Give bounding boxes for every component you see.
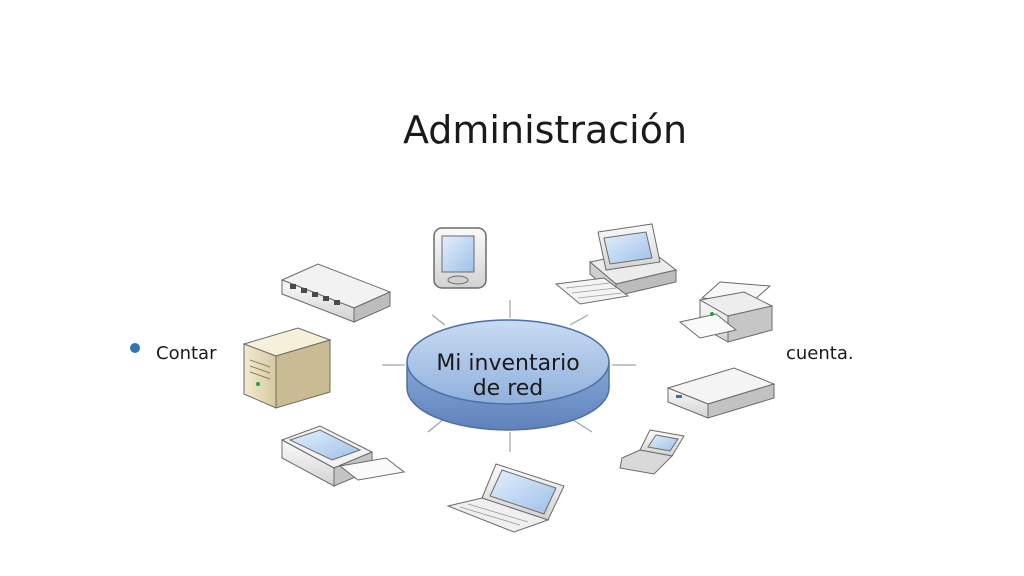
- server-tower-icon: [242, 327, 332, 409]
- hub-label-line2: de red: [473, 376, 544, 401]
- printer-icon: [678, 281, 774, 343]
- mobile-phone-icon: [619, 429, 685, 475]
- pda-icon: [433, 227, 487, 289]
- slide-title: Administración: [402, 108, 688, 152]
- hub-label-line1: Mi inventario: [436, 351, 579, 376]
- bullet-text-right: cuenta.: [786, 343, 854, 364]
- storage-device-icon: [666, 367, 776, 419]
- inventory-hub: Mi inventario de red: [406, 319, 610, 431]
- bullet-dot: [130, 343, 140, 353]
- bullet-text-left: Contar: [156, 343, 217, 364]
- scanner-icon: [280, 425, 406, 487]
- network-switch-icon: [280, 263, 392, 323]
- laptop-icon: [446, 463, 565, 533]
- desktop-computer-icon: [554, 223, 678, 305]
